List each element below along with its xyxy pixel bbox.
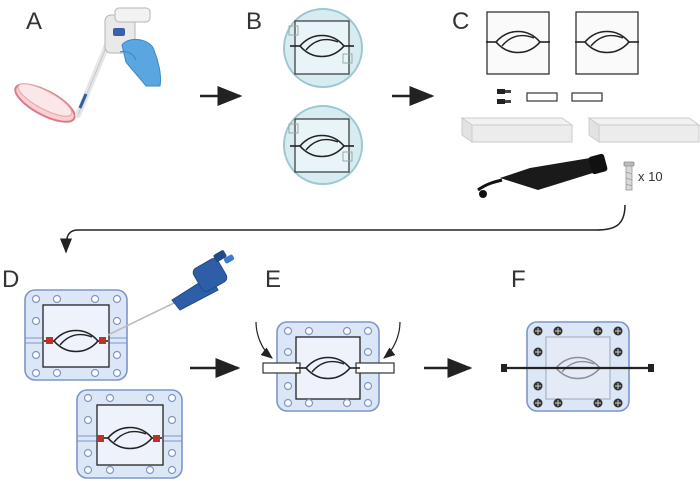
micropipette-icon bbox=[107, 250, 235, 336]
pdms-chip-right bbox=[574, 11, 640, 75]
petri-dish-pouring-illustration bbox=[14, 7, 161, 123]
tube-connectors-icon bbox=[497, 89, 511, 104]
panel-label-b: B bbox=[246, 8, 263, 35]
gloved-hand-icon bbox=[121, 38, 161, 87]
panel-label-e: E bbox=[265, 266, 282, 293]
cast-dish-bottom bbox=[283, 105, 363, 185]
panel-label-d: D bbox=[2, 266, 20, 293]
assembly-frame-top bbox=[24, 289, 128, 381]
final-device bbox=[501, 321, 654, 412]
assembly-with-plates bbox=[255, 321, 401, 412]
pdms-chip-left bbox=[485, 11, 551, 75]
panel-label-f: F bbox=[511, 266, 526, 293]
panel-label-a: A bbox=[26, 8, 43, 35]
panel-label-c: C bbox=[452, 8, 470, 35]
arrow-c-to-d bbox=[60, 204, 626, 254]
glass-slide-right bbox=[571, 92, 603, 102]
screw-icon bbox=[623, 161, 635, 191]
acrylic-plate-right bbox=[587, 117, 700, 143]
assembly-frame-bottom bbox=[76, 389, 183, 479]
acrylic-plate-left bbox=[460, 117, 574, 143]
glue-tube-icon bbox=[477, 153, 608, 198]
glass-slide-left bbox=[526, 92, 558, 102]
cast-dish-top bbox=[283, 8, 363, 88]
screw-count-label: x 10 bbox=[638, 169, 663, 184]
